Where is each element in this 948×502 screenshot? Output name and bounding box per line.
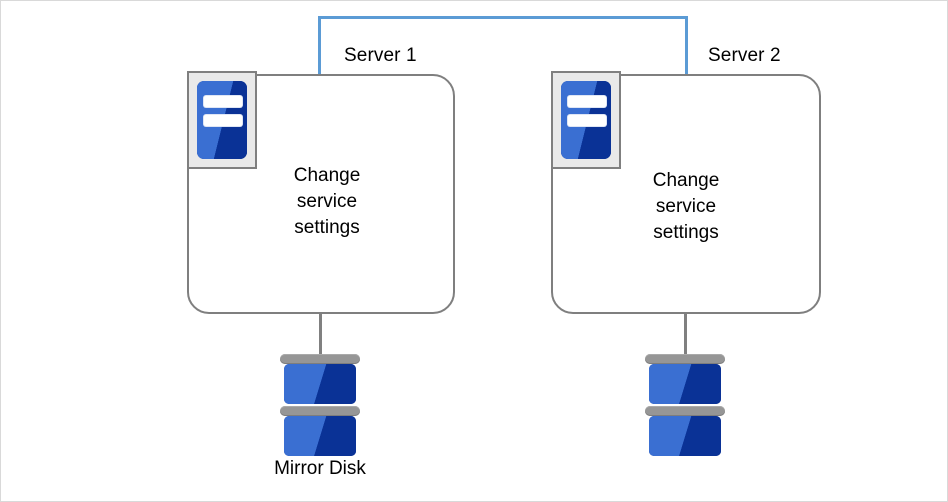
disk-platter-top (284, 364, 356, 404)
disk-platter-top (649, 364, 721, 404)
interconnect-line-horizontal (318, 16, 688, 19)
server-2-disk-icon (645, 354, 725, 456)
server-icon-slot-top (204, 96, 242, 107)
server-1-disk-icon (280, 354, 360, 456)
server-1-label: Server 1 (344, 45, 417, 66)
server-icon (551, 71, 621, 169)
server-2-label: Server 2 (708, 45, 781, 66)
server-icon-slot-bottom (204, 115, 242, 126)
interconnect-line-left-drop (318, 16, 321, 74)
server-icon (187, 71, 257, 169)
disk-bar-top (280, 354, 360, 364)
disk-bar-bottom (645, 406, 725, 416)
interconnect-line-right-drop (685, 16, 688, 74)
server-icon-chassis (197, 81, 247, 159)
disk-platter-bottom (649, 416, 721, 456)
server-icon-slot-bottom (568, 115, 606, 126)
server-2-body-text: Change service settings (652, 170, 720, 243)
server-1-disk-cable (319, 314, 322, 354)
disk-platter-bottom (284, 416, 356, 456)
server-2-disk-cable (684, 314, 687, 354)
disk-bar-top (645, 354, 725, 364)
mirror-disk-label: Mirror Disk (274, 458, 366, 479)
server-icon-chassis (561, 81, 611, 159)
server-1-body-text: Change service settings (293, 165, 361, 238)
server-icon-slot-top (568, 96, 606, 107)
disk-bar-bottom (280, 406, 360, 416)
